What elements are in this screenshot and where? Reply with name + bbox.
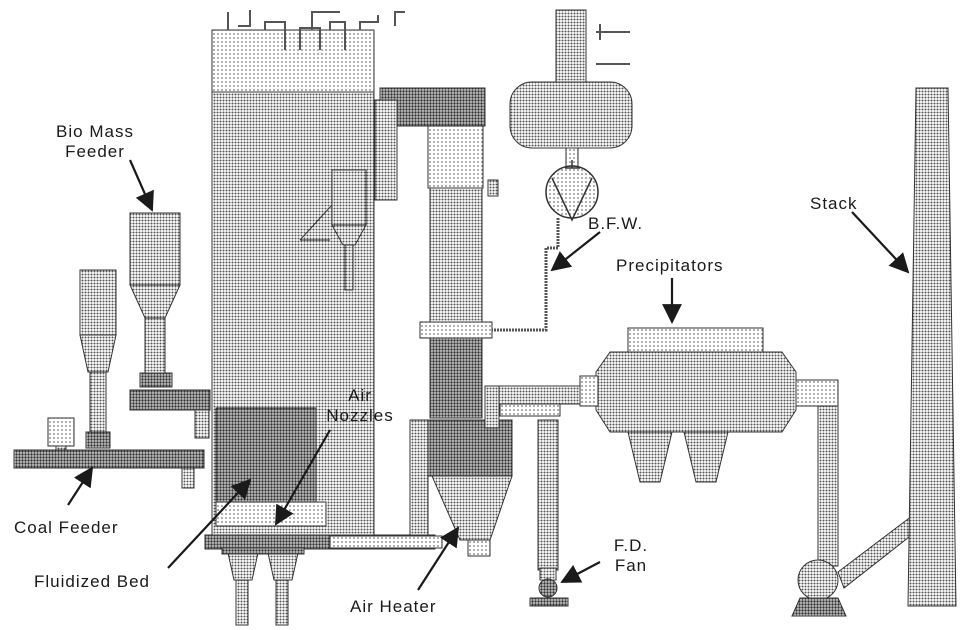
label-fd-fan-line1: F.D.	[613, 536, 649, 555]
label-stack: Stack	[810, 194, 858, 213]
stack	[907, 87, 957, 607]
fd-fan	[529, 567, 569, 607]
coal-conveyor-drive	[181, 467, 195, 489]
label-precipitators: Precipitators	[616, 256, 724, 275]
stack-arrow	[851, 211, 910, 274]
coal-feeder-hopper	[79, 269, 117, 449]
duct-to-stack	[837, 515, 919, 589]
bfw-pump	[545, 160, 599, 222]
air-supply-duct	[329, 535, 443, 549]
coal-feeder-arrow	[67, 466, 94, 506]
label-fd-fan-line2: Fan	[614, 556, 648, 575]
label-coal-feeder: Coal Feeder	[14, 518, 119, 537]
coal-screw-conveyor	[13, 449, 205, 469]
label-bio-mass-line1: Bio Mass	[56, 122, 134, 141]
label-air-nozzles-line2: Nozzles	[326, 406, 394, 425]
duct-to-id-fan	[795, 379, 839, 567]
bfw-line	[492, 218, 560, 332]
internal-cyclone	[299, 169, 367, 291]
fd-fan-arrow	[560, 561, 601, 583]
crossover-duct	[374, 87, 499, 201]
biomass-feeder-arrow	[128, 159, 154, 212]
lime-hopper	[47, 417, 75, 455]
biomass-screw-conveyor	[129, 389, 211, 411]
fluidized-bed-arrow	[167, 478, 252, 569]
label-bfw: B.F.W.	[588, 214, 644, 233]
precipitator	[579, 327, 797, 483]
boiler-top-piping	[227, 10, 405, 50]
flue-column	[419, 187, 493, 419]
label-air-nozzles: Air Nozzles	[310, 386, 410, 426]
air-nozzles-arrow	[275, 429, 331, 526]
label-bio-mass-feeder: Bio Mass Feeder	[40, 122, 150, 162]
label-air-heater: Air Heater	[350, 597, 437, 616]
label-bio-mass-line2: Feeder	[65, 142, 125, 161]
label-air-nozzles-line1: Air	[348, 386, 372, 405]
biomass-chute	[194, 409, 210, 439]
label-fluidized-bed: Fluidized Bed	[34, 572, 151, 591]
flue-duct-to-precipitator	[484, 385, 586, 571]
air-heater-arrow	[417, 526, 460, 591]
bfw-arrow	[550, 231, 601, 272]
steam-drum	[509, 9, 633, 169]
label-fd-fan: F.D. Fan	[596, 536, 666, 576]
biomass-feeder-hopper	[129, 212, 181, 388]
air-heater	[409, 419, 513, 557]
id-fan	[791, 559, 847, 617]
